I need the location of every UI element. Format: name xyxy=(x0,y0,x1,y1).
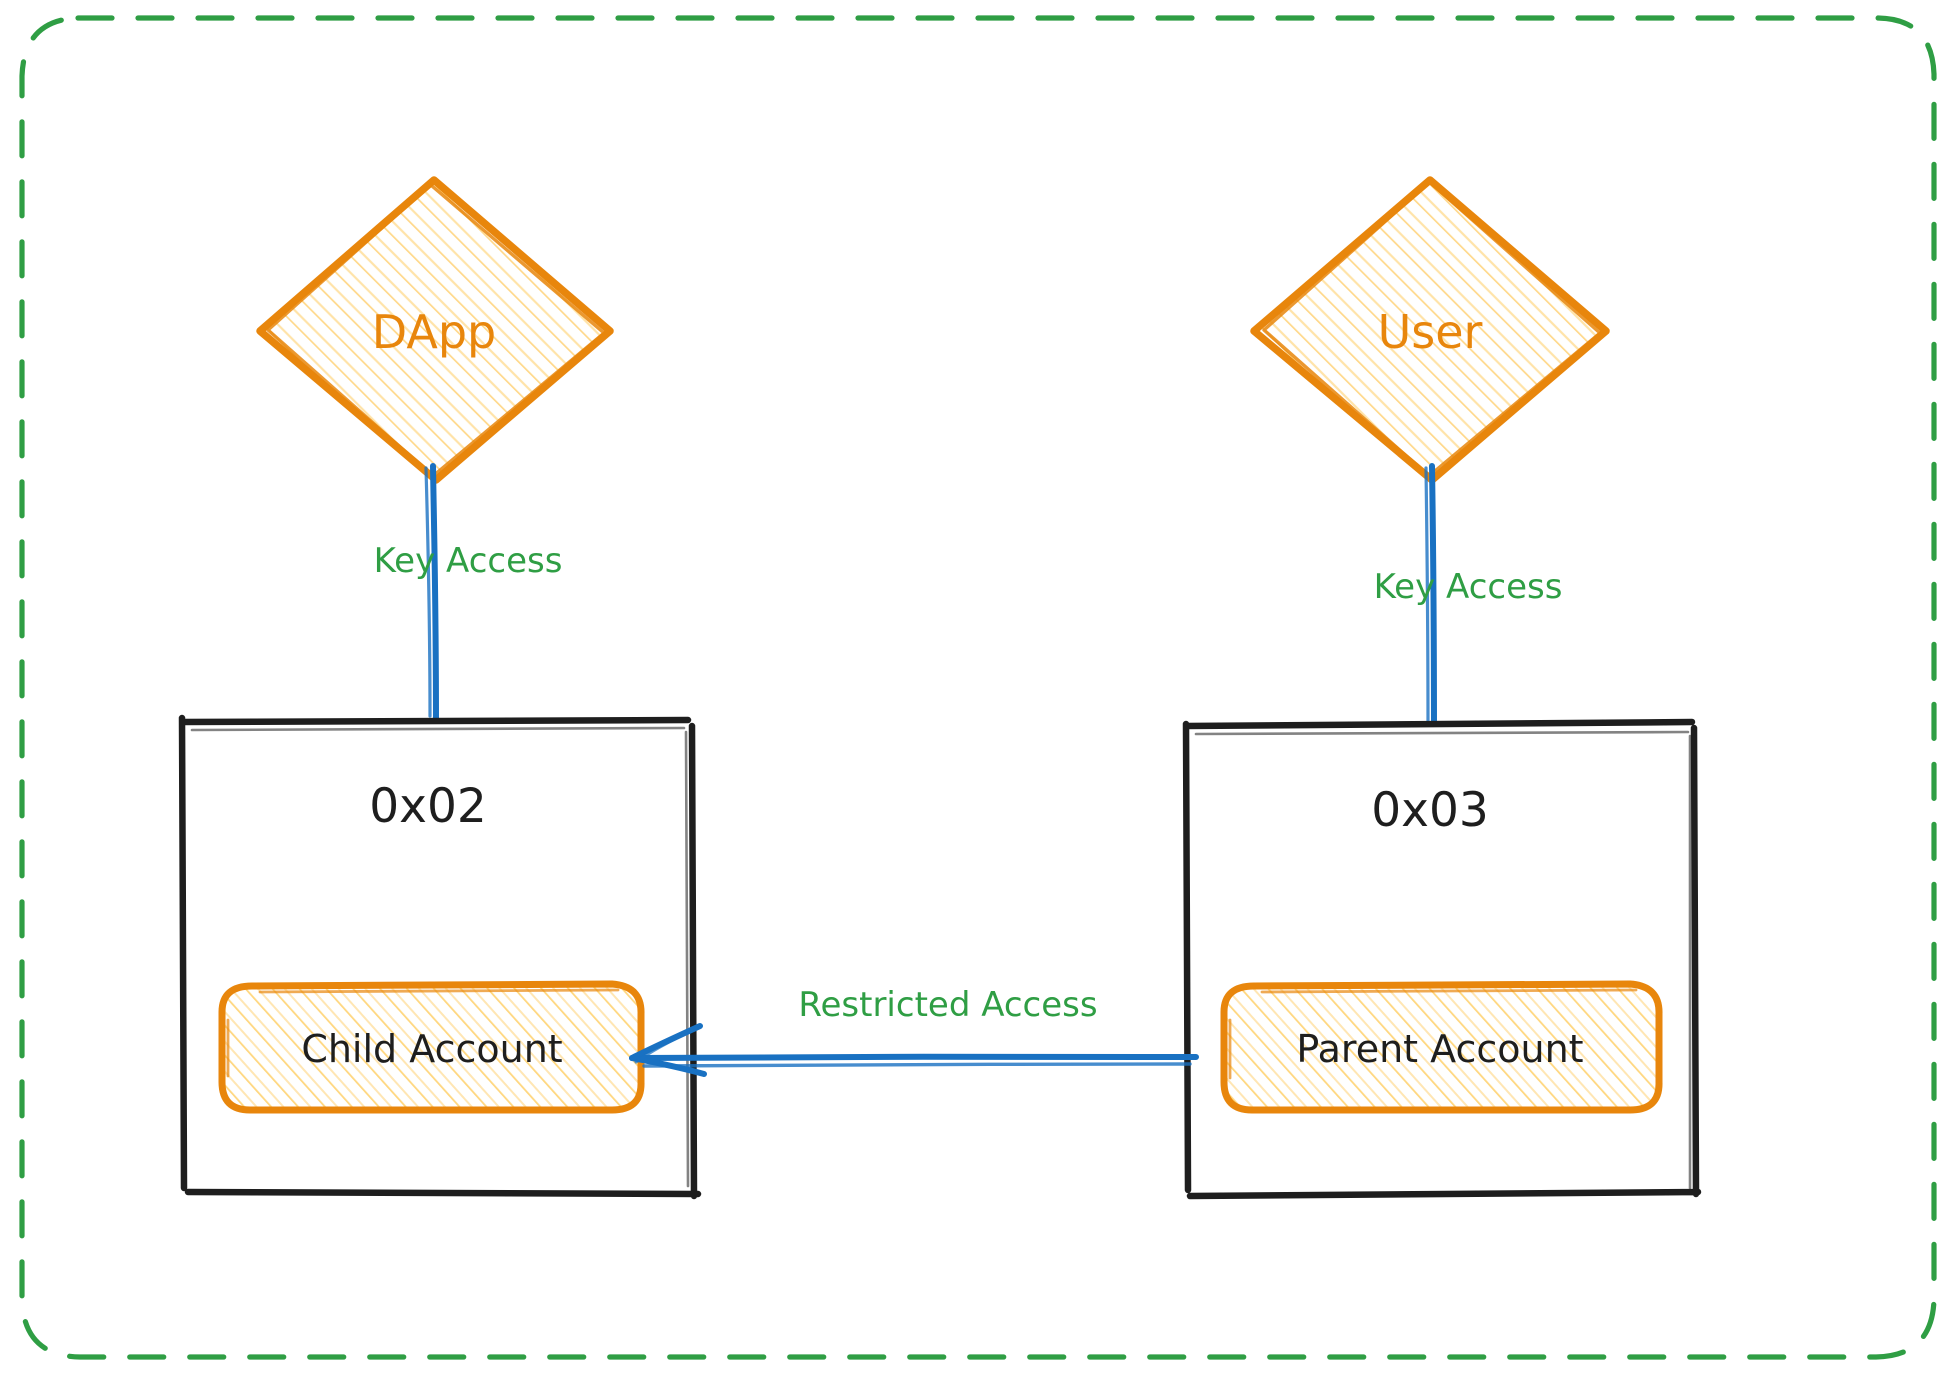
box-0x02-outline-sketch xyxy=(190,726,690,1188)
edge-dapp-to-child[interactable]: Key Access xyxy=(374,463,563,729)
edge-user-to-parent[interactable]: Key Access xyxy=(1374,463,1563,743)
node-account-0x02[interactable]: 0x02 xyxy=(178,714,702,1200)
box-0x03-label: 0x03 xyxy=(1371,783,1489,838)
box-0x02-label: 0x02 xyxy=(369,779,487,834)
dapp-label: DApp xyxy=(372,305,496,359)
node-user[interactable]: User xyxy=(1250,176,1610,484)
box-0x02-outline xyxy=(178,714,702,1200)
parent-account-fill xyxy=(1224,984,1658,1110)
node-parent-account[interactable]: Parent Account xyxy=(1220,980,1663,1114)
user-label: User xyxy=(1378,305,1483,359)
child-account-label: Child Account xyxy=(301,1027,562,1071)
outer-dashed-container xyxy=(19,15,1937,1360)
node-account-0x03[interactable]: 0x03 xyxy=(1182,718,1702,1200)
key-access-arrow-left xyxy=(430,463,439,729)
parent-account-label: Parent Account xyxy=(1296,1027,1583,1071)
node-child-account[interactable]: Child Account xyxy=(218,980,645,1114)
node-dapp[interactable]: DApp xyxy=(256,176,614,484)
key-access-arrow-left-sketch xyxy=(424,466,432,718)
box-0x03-outline xyxy=(1182,718,1702,1200)
restricted-access-arrow xyxy=(633,1053,1199,1061)
key-access-label-right: Key Access xyxy=(1374,567,1563,607)
restricted-access-arrow-sketch xyxy=(642,1062,1192,1068)
child-account-outline-sketch xyxy=(226,988,620,1078)
key-access-arrow-right-sketch xyxy=(1424,466,1430,732)
child-account-fill xyxy=(222,984,640,1110)
parent-account-outline-sketch xyxy=(1228,988,1638,1080)
user-outline-sketch xyxy=(1262,182,1602,478)
parent-account-outline xyxy=(1220,980,1663,1114)
key-access-label-left: Key Access xyxy=(374,541,563,581)
box-0x03-outline-sketch xyxy=(1194,730,1692,1190)
key-access-arrow-right xyxy=(1429,463,1437,743)
restricted-access-label: Restricted Access xyxy=(798,985,1097,1025)
edge-parent-to-child[interactable]: Restricted Access xyxy=(629,985,1199,1077)
restricted-access-arrowhead-sketch xyxy=(634,1028,696,1064)
child-account-outline xyxy=(218,980,645,1114)
